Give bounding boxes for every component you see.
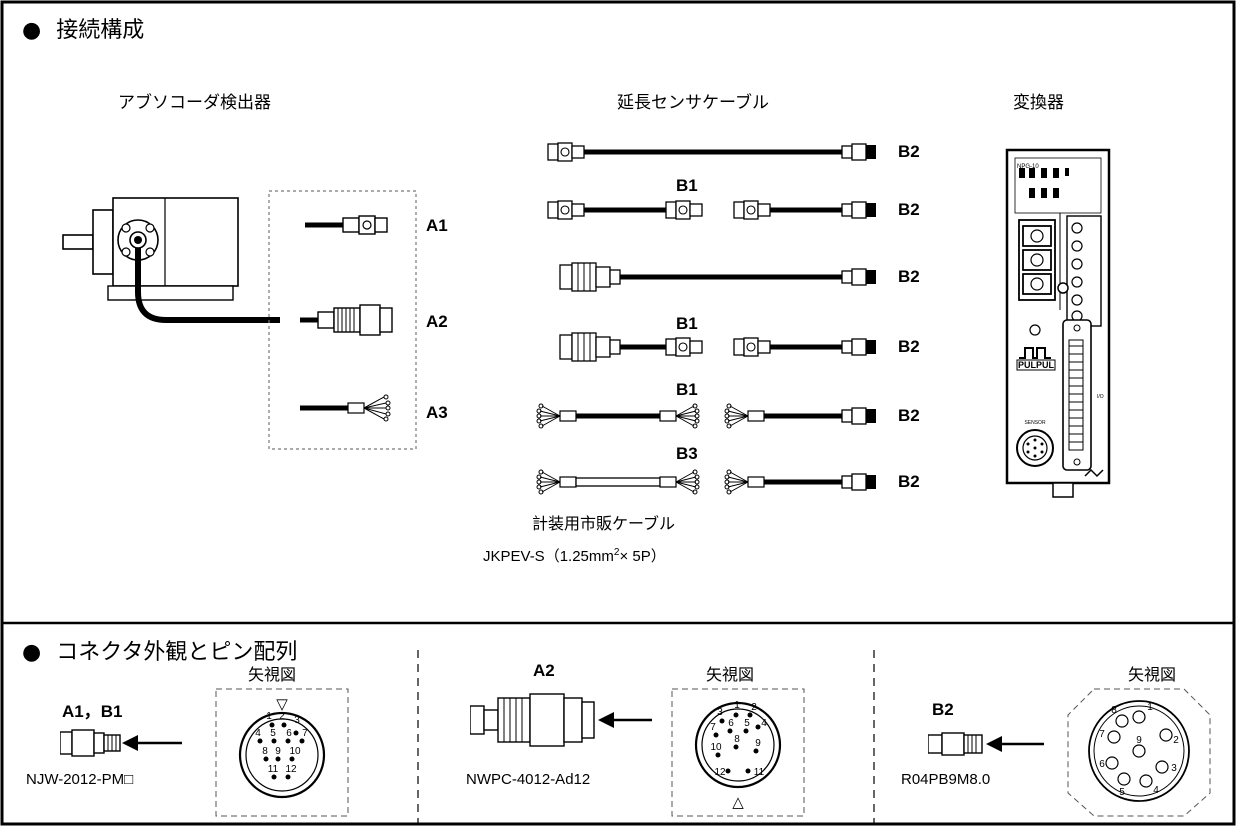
- pin-label: 3: [294, 715, 300, 726]
- pin-label: 9: [755, 738, 761, 749]
- a1-connector-drawing: [305, 215, 388, 235]
- converter-unit-drawing: PULPUL I/O SENSOR NPG-10: [1005, 148, 1111, 498]
- pin-label: 11: [754, 767, 765, 778]
- pin-label: 11: [268, 764, 279, 775]
- connector1-view-label: 矢視図: [248, 665, 297, 684]
- label-a3: A3: [426, 403, 448, 422]
- pin-label: 3: [1171, 763, 1177, 774]
- sensor-port-label: SENSOR: [1024, 420, 1046, 426]
- pin-label: 3: [717, 707, 723, 718]
- connector3-view-label: 矢視図: [1128, 665, 1177, 684]
- pin-label: 8: [734, 734, 740, 745]
- pin-label: 1: [266, 711, 272, 722]
- connector2-pin-view: 1 2 3 4 5 6 7 8 9 10 11 12 △: [671, 688, 805, 817]
- pin-label: 6: [728, 718, 734, 729]
- pin-label: 7: [302, 728, 308, 739]
- pin-label: 6: [1099, 759, 1105, 770]
- pin-label: 4: [255, 728, 261, 739]
- label-b2-row4: B2: [898, 337, 920, 356]
- connector1-pin-view: 1 2 3 4 5 6 7 8 9 10 11 12 ▽: [215, 688, 349, 817]
- connector1-model: NJW-2012-PM□: [26, 771, 134, 788]
- io-port-label: I/O: [1097, 394, 1104, 400]
- label-b3-row6: B3: [676, 444, 698, 463]
- label-b2-row5: B2: [898, 406, 920, 425]
- connector2-model: NWPC-4012-Ad12: [466, 771, 591, 788]
- pin-label: 1: [734, 700, 740, 711]
- connector3-plug-drawing: [928, 732, 1044, 756]
- section-title-text: 接続構成: [56, 18, 145, 43]
- key-marker: △: [732, 794, 744, 811]
- detector-header: アブソコーダ検出器: [118, 93, 271, 113]
- cable-spec-note: JKPEV-S（1.25mm2× 5P）: [483, 547, 666, 565]
- pin-label: 6: [286, 728, 292, 739]
- connector3-pin-view: 1 2 3 4 5 6 7 8 9: [1067, 688, 1211, 817]
- label-a2: A2: [426, 312, 448, 331]
- pin-label: 1: [1147, 702, 1153, 713]
- pin-label: 10: [289, 746, 301, 757]
- key-marker: ▽: [276, 696, 288, 713]
- converter-model-label: NPG-10: [1017, 164, 1039, 170]
- label-a1: A1: [426, 216, 448, 235]
- pin-label: 5: [270, 728, 276, 739]
- pin-label: 7: [710, 722, 716, 733]
- label-b2-row3: B2: [898, 267, 920, 286]
- pin-label: 4: [761, 718, 767, 729]
- bullet-icon: ●: [22, 640, 42, 665]
- pin-label: 10: [710, 742, 722, 753]
- detector-connector-options-box: [268, 190, 417, 450]
- extension-cable-drawings: [536, 142, 877, 495]
- label-b2-row1: B2: [898, 142, 920, 161]
- bullet-icon: ●: [22, 18, 42, 43]
- pin-label: 5: [1119, 787, 1125, 798]
- pin-label: 12: [285, 764, 297, 775]
- connector3-label: B2: [932, 700, 954, 719]
- pin-label: 5: [744, 718, 750, 729]
- absocoder-detector-drawing: [62, 197, 280, 323]
- connector1-plug-drawing: [60, 729, 182, 757]
- connector1-label: A1，B1: [62, 702, 123, 721]
- pin-label: 8: [262, 746, 268, 757]
- pin-label: 2: [751, 702, 757, 713]
- pin-label: 8: [1111, 705, 1117, 716]
- connector2-view-label: 矢視図: [706, 665, 755, 684]
- label-b1-row5: B1: [676, 380, 698, 399]
- pin-label: 9: [1136, 735, 1142, 746]
- extension-cable-header: 延長センサケーブル: [617, 93, 769, 113]
- converter-header: 変換器: [1013, 93, 1064, 113]
- section-title-text: コネクタ外観とピン配列: [56, 640, 298, 665]
- section-title-connectors: ● コネクタ外観とピン配列: [22, 634, 297, 666]
- a2-connector-drawing: [300, 304, 393, 336]
- pin-label: 12: [714, 767, 726, 778]
- connector2-plug-drawing: [470, 693, 652, 747]
- a3-loose-wire-drawing: [300, 394, 391, 422]
- pin-label: 4: [1153, 785, 1159, 796]
- converter-brand-label: PULPUL: [1018, 360, 1055, 370]
- pin-label: 2: [1173, 735, 1179, 746]
- label-b2-row2: B2: [898, 200, 920, 219]
- connector2-label: A2: [533, 661, 555, 680]
- instrument-cable-note: 計装用市販ケーブル: [532, 514, 676, 533]
- section-title-connection: ● 接続構成: [22, 12, 144, 44]
- connector3-model: R04PB9M8.0: [901, 771, 991, 788]
- pin-label: 9: [275, 746, 281, 757]
- label-b2-row6: B2: [898, 472, 920, 491]
- label-b1-row2: B1: [676, 176, 698, 195]
- label-b1-row4: B1: [676, 314, 698, 333]
- pin-label: 2: [279, 711, 285, 722]
- pin-label: 7: [1099, 729, 1105, 740]
